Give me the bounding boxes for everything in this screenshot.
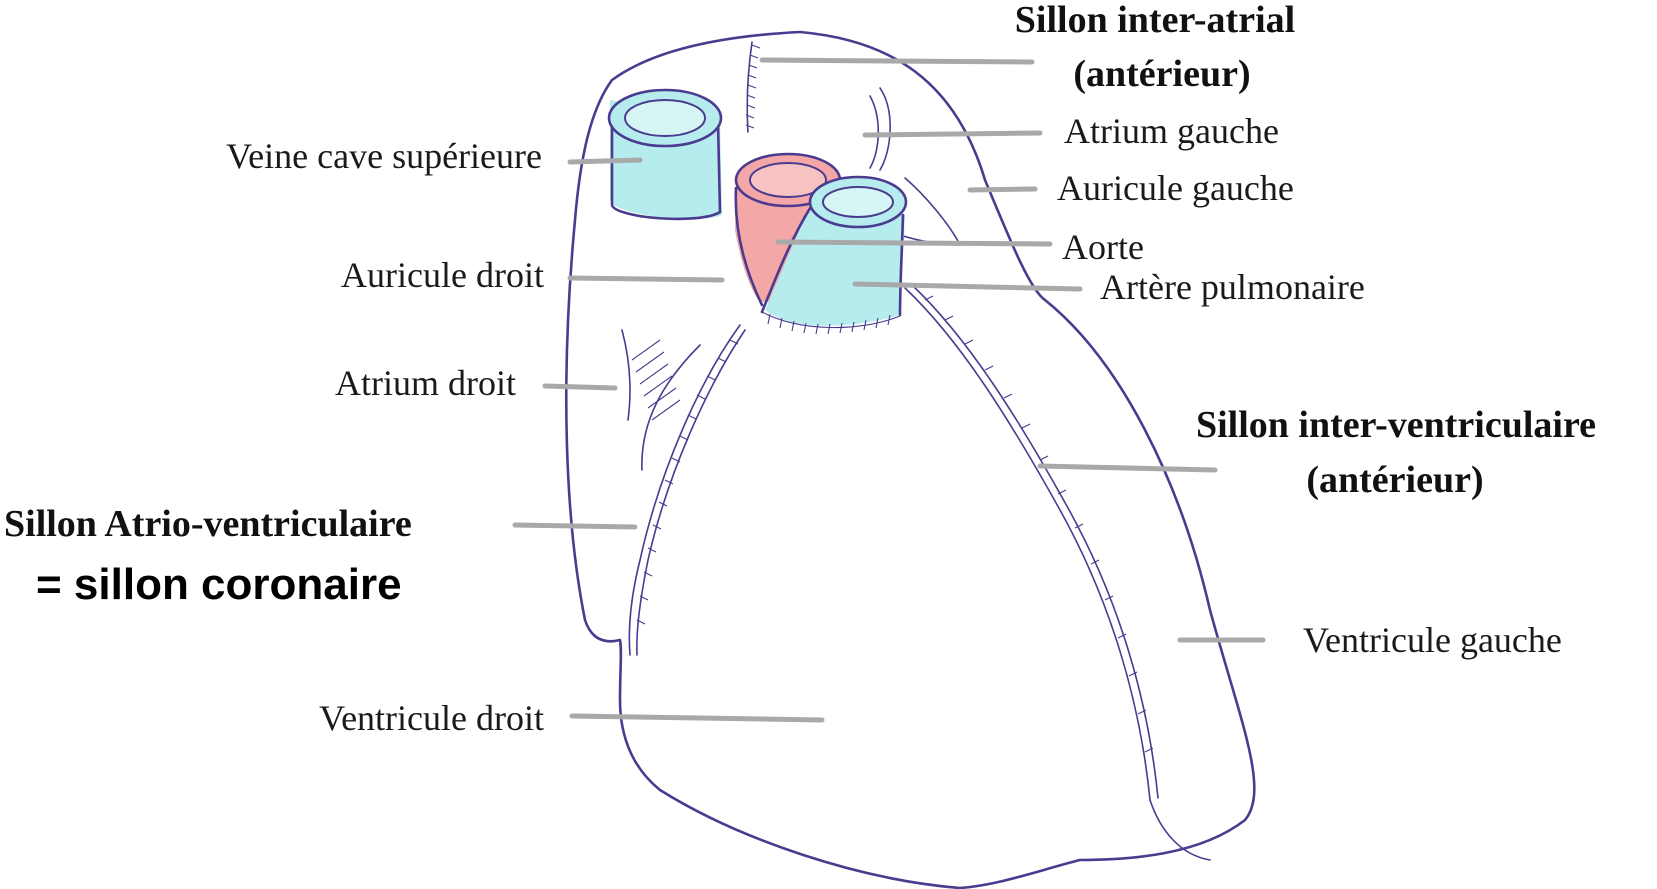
leader-sillon-inter-ventriculaire xyxy=(1040,466,1215,470)
label-ventricule-droit: Ventricule droit xyxy=(319,698,544,738)
right-atrium-fold xyxy=(642,345,700,470)
label-sillon-atrio-ventriculaire: Sillon Atrio-ventriculaire xyxy=(4,503,412,545)
label-sillon-inter-atrial-line1: Sillon inter-atrial xyxy=(1015,0,1295,41)
interventricular-groove-inner xyxy=(912,285,1158,798)
label-artere-pulmonaire: Artère pulmonaire xyxy=(1100,267,1365,307)
coronary-groove-outer xyxy=(629,325,740,655)
label-auricule-droit: Auricule droit xyxy=(341,255,544,295)
label-sillon-coronaire: = sillon coronaire xyxy=(36,560,402,609)
right-atrium-hatch xyxy=(632,340,680,420)
leader-auricule-droit xyxy=(570,278,722,280)
leader-ventricule-droit xyxy=(572,716,822,720)
leader-veine-cave xyxy=(570,160,640,162)
left-ventricle-edge xyxy=(1150,800,1210,860)
leader-auricule-gauche xyxy=(970,189,1035,190)
leader-atrium-droit xyxy=(545,386,615,388)
left-atrium-fold-line-2 xyxy=(870,96,878,168)
interventricular-groove-hatch xyxy=(925,296,1153,752)
superior-vena-cava xyxy=(609,90,722,219)
label-sillon-inter-ventriculaire-line1: Sillon inter-ventriculaire xyxy=(1196,404,1596,446)
leader-lines xyxy=(515,60,1263,720)
leader-sillon-atrio-ventriculaire xyxy=(515,525,635,527)
label-auricule-gauche: Auricule gauche xyxy=(1057,168,1294,208)
label-sillon-inter-atrial-line2: (antérieur) xyxy=(1073,53,1250,95)
label-atrium-droit: Atrium droit xyxy=(335,363,516,403)
label-sillon-inter-ventriculaire-line2: (antérieur) xyxy=(1306,459,1483,501)
label-aorte: Aorte xyxy=(1062,227,1144,267)
leader-sillon-inter-atrial xyxy=(762,60,1032,62)
left-atrium-fold-line xyxy=(880,88,890,170)
label-ventricule-gauche: Ventricule gauche xyxy=(1303,620,1562,660)
interventricular-groove-outer xyxy=(905,288,1150,800)
labels: Sillon inter-atrial (antérieur) Atrium g… xyxy=(4,0,1596,738)
coronary-groove-hatch xyxy=(637,340,738,624)
label-veine-cave-superieure: Veine cave supérieure xyxy=(226,136,542,176)
left-auricle-edge xyxy=(900,178,960,245)
coronary-groove-inner xyxy=(637,330,745,655)
leader-aorte xyxy=(778,242,1050,244)
leader-atrium-gauche xyxy=(865,133,1040,135)
label-atrium-gauche: Atrium gauche xyxy=(1064,111,1279,151)
